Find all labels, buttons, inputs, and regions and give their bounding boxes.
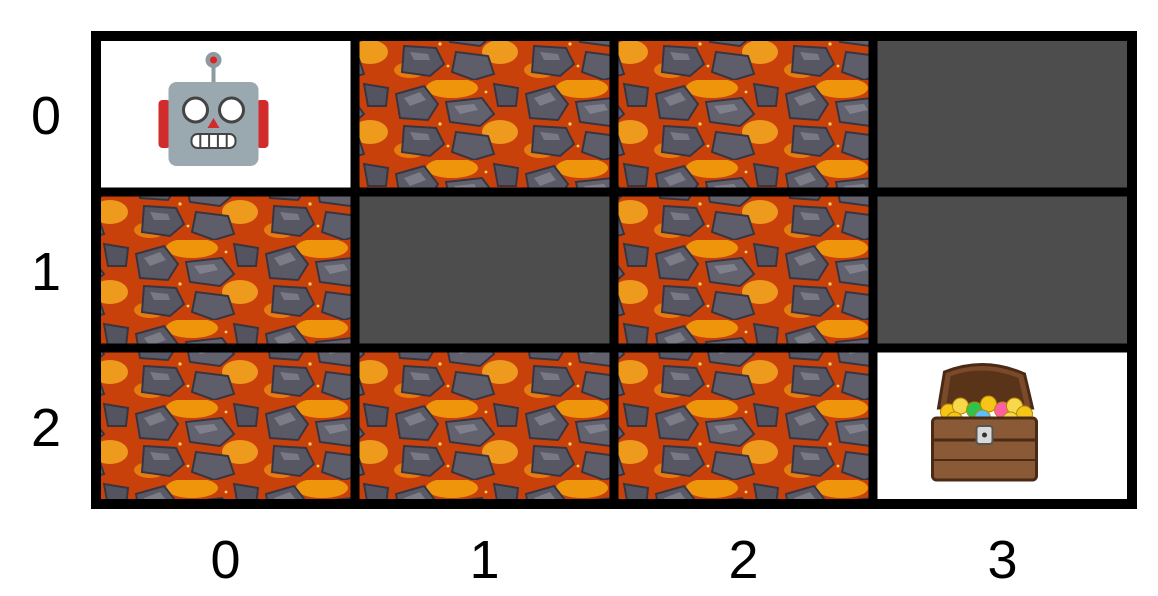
grid-cell-lava-r2-c2 (614, 348, 873, 504)
grid-icons (158, 52, 1038, 482)
grid-lines (91, 31, 1137, 509)
grid-cell-lava-r0-c1 (355, 36, 614, 192)
grid-cell-lava-r2-c0 (96, 348, 355, 504)
grid-cell-wall-r0-c3 (873, 36, 1132, 192)
grid-cell-lava-r0-c2 (614, 36, 873, 192)
col-label-0: 0 (210, 530, 240, 590)
robot-icon (158, 52, 269, 166)
row-label-2: 2 (31, 398, 61, 458)
treasure-chest-icon (931, 363, 1038, 482)
row-label-0: 0 (31, 86, 61, 146)
grid-cell-wall-r1-c3 (873, 192, 1132, 348)
row-axis-labels: 0 1 2 (31, 86, 61, 458)
grid-cell-lava-r1-c0 (96, 192, 355, 348)
col-label-2: 2 (728, 530, 758, 590)
grid-cell-wall-r1-c1 (355, 192, 614, 348)
grid-cells (96, 36, 1132, 504)
col-label-1: 1 (469, 530, 499, 590)
row-label-1: 1 (31, 242, 61, 302)
col-label-3: 3 (987, 530, 1017, 590)
grid-cell-lava-r2-c1 (355, 348, 614, 504)
col-axis-labels: 0 1 2 3 (210, 530, 1017, 590)
grid-cell-lava-r1-c2 (614, 192, 873, 348)
